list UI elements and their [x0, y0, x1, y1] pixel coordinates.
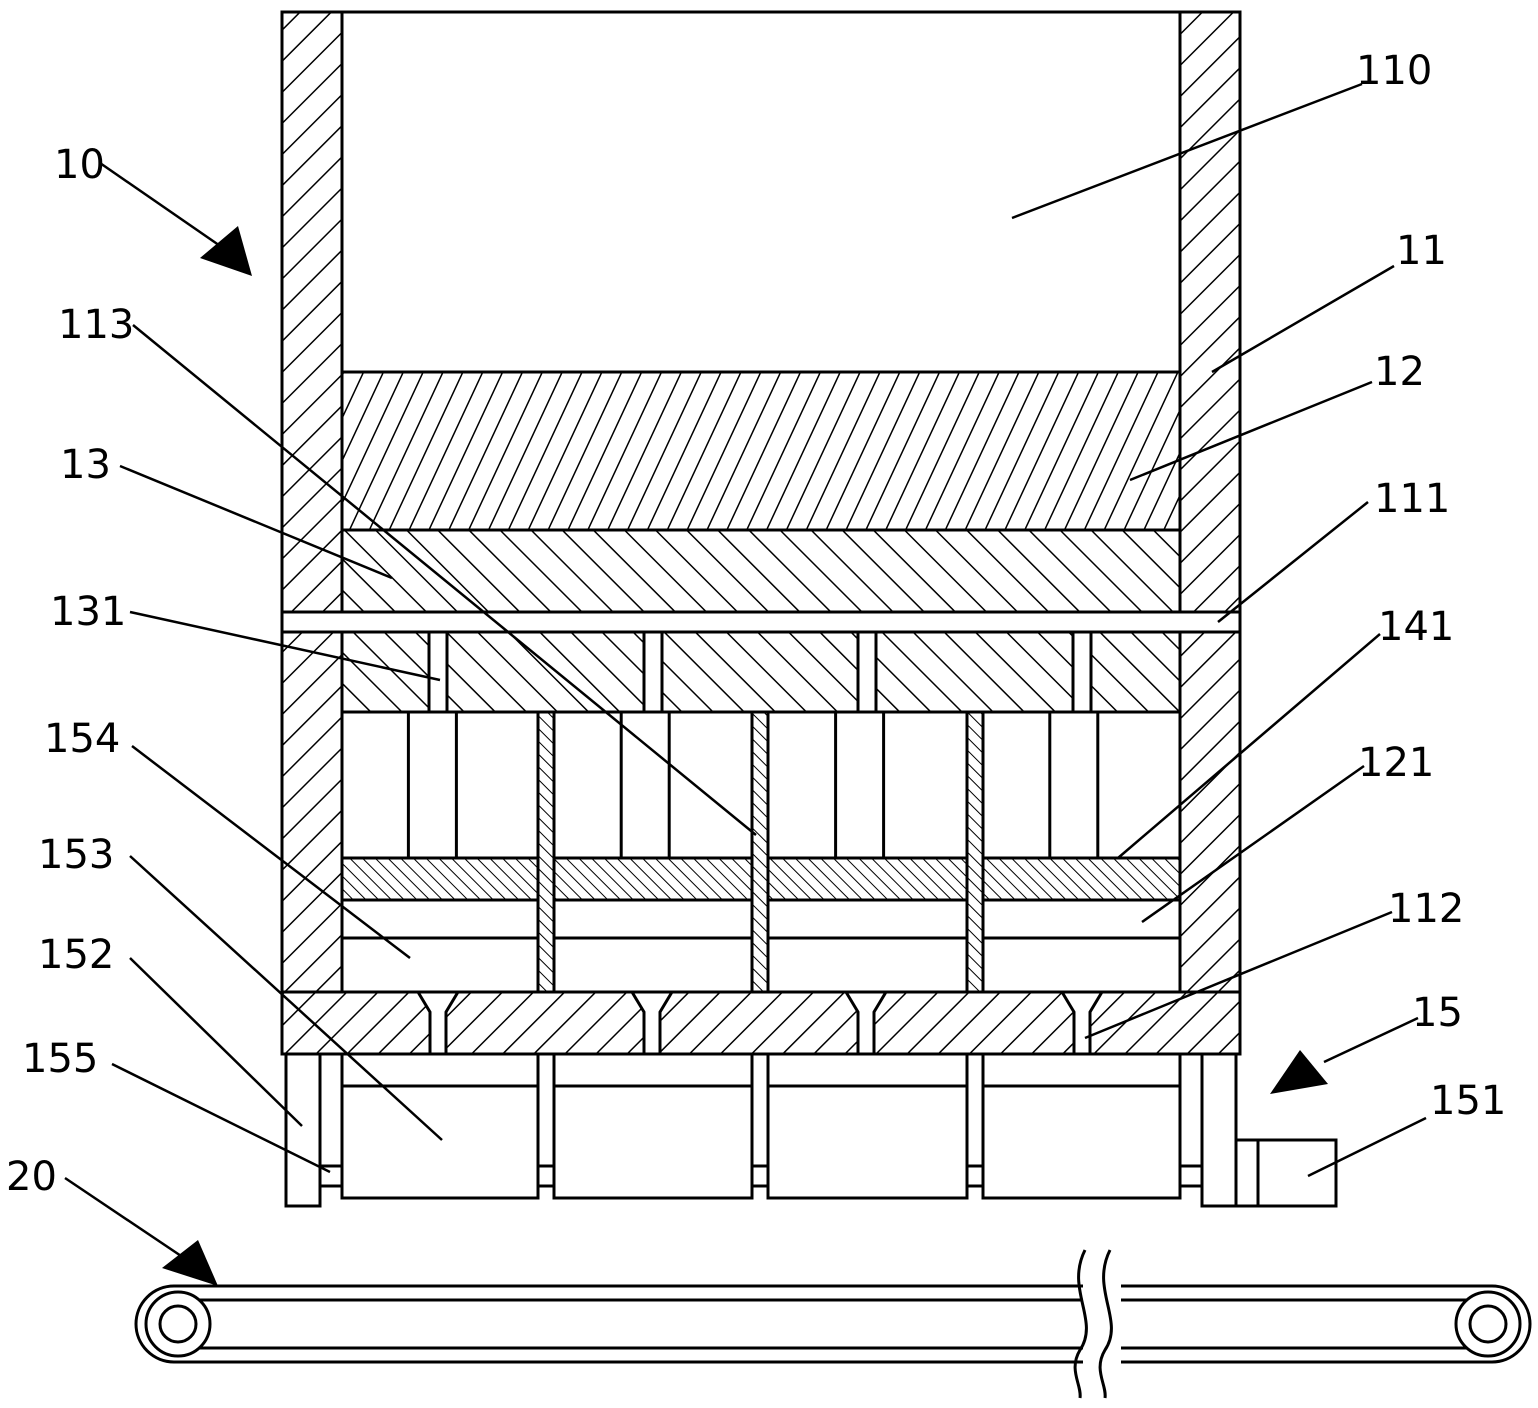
layer-12: [340, 370, 1182, 532]
break-line: [1073, 1249, 1088, 1399]
label-111: 111: [1374, 476, 1450, 522]
piston-141: [340, 856, 540, 902]
right-wall-lower: [1178, 630, 1242, 994]
label-11: 11: [1396, 228, 1447, 274]
roller-box-153: [766, 1052, 969, 1200]
chamber-cavity: [766, 710, 969, 860]
gear-coupler: [1234, 1138, 1260, 1208]
motor-151: [1256, 1138, 1338, 1208]
chamber: [552, 710, 754, 1056]
layer-154: [766, 936, 969, 994]
layer-121: [981, 898, 1182, 940]
right-wall-upper: [1178, 10, 1242, 614]
chamber-cavity: [340, 710, 540, 860]
label-152: 152: [38, 932, 114, 978]
piston-141: [981, 856, 1182, 902]
chamber-cavity: [552, 710, 754, 860]
label-131: 131: [50, 589, 126, 635]
pulley-left: [144, 1290, 212, 1358]
support-post-left: [284, 1052, 322, 1208]
label-12: 12: [1374, 349, 1425, 395]
label-151: 151: [1430, 1078, 1506, 1124]
piston-141: [552, 856, 754, 902]
label-20: 20: [6, 1154, 57, 1200]
label-10: 10: [54, 142, 105, 188]
piston-141: [766, 856, 969, 902]
divider-wall: [965, 710, 985, 994]
label-153: 153: [38, 832, 114, 878]
layer-121: [766, 898, 969, 940]
pulley-right: [1454, 1290, 1522, 1358]
support-post-right: [1200, 1052, 1238, 1208]
arrowhead-10: [200, 226, 252, 276]
divider-wall: [536, 710, 556, 994]
chamber-cavity: [981, 710, 1182, 860]
layer-154: [981, 936, 1182, 994]
label-155: 155: [22, 1036, 98, 1082]
divider-wall: [750, 710, 770, 994]
layer-121: [552, 898, 754, 940]
label-141: 141: [1378, 604, 1454, 650]
chamber: [766, 710, 969, 1056]
arrowhead-15: [1270, 1050, 1328, 1094]
label-15: 15: [1412, 990, 1463, 1036]
layer-121: [340, 898, 540, 940]
label-121: 121: [1358, 740, 1434, 786]
label-112: 112: [1388, 886, 1464, 932]
layer-154: [340, 936, 540, 994]
roller-box-153: [981, 1052, 1182, 1200]
chamber: [981, 710, 1182, 1056]
label-110: 110: [1356, 48, 1432, 94]
chamber: [340, 710, 540, 1056]
plate-131: [340, 630, 1182, 714]
left-wall-lower: [280, 630, 344, 994]
label-13: 13: [60, 442, 111, 488]
left-wall-upper: [280, 10, 344, 614]
label-154: 154: [44, 716, 120, 762]
layer-154: [552, 936, 754, 994]
roller-box-153: [552, 1052, 754, 1200]
label-113: 113: [58, 302, 134, 348]
conveyor-belt: [134, 1284, 1532, 1364]
gap-111: [280, 610, 1242, 634]
